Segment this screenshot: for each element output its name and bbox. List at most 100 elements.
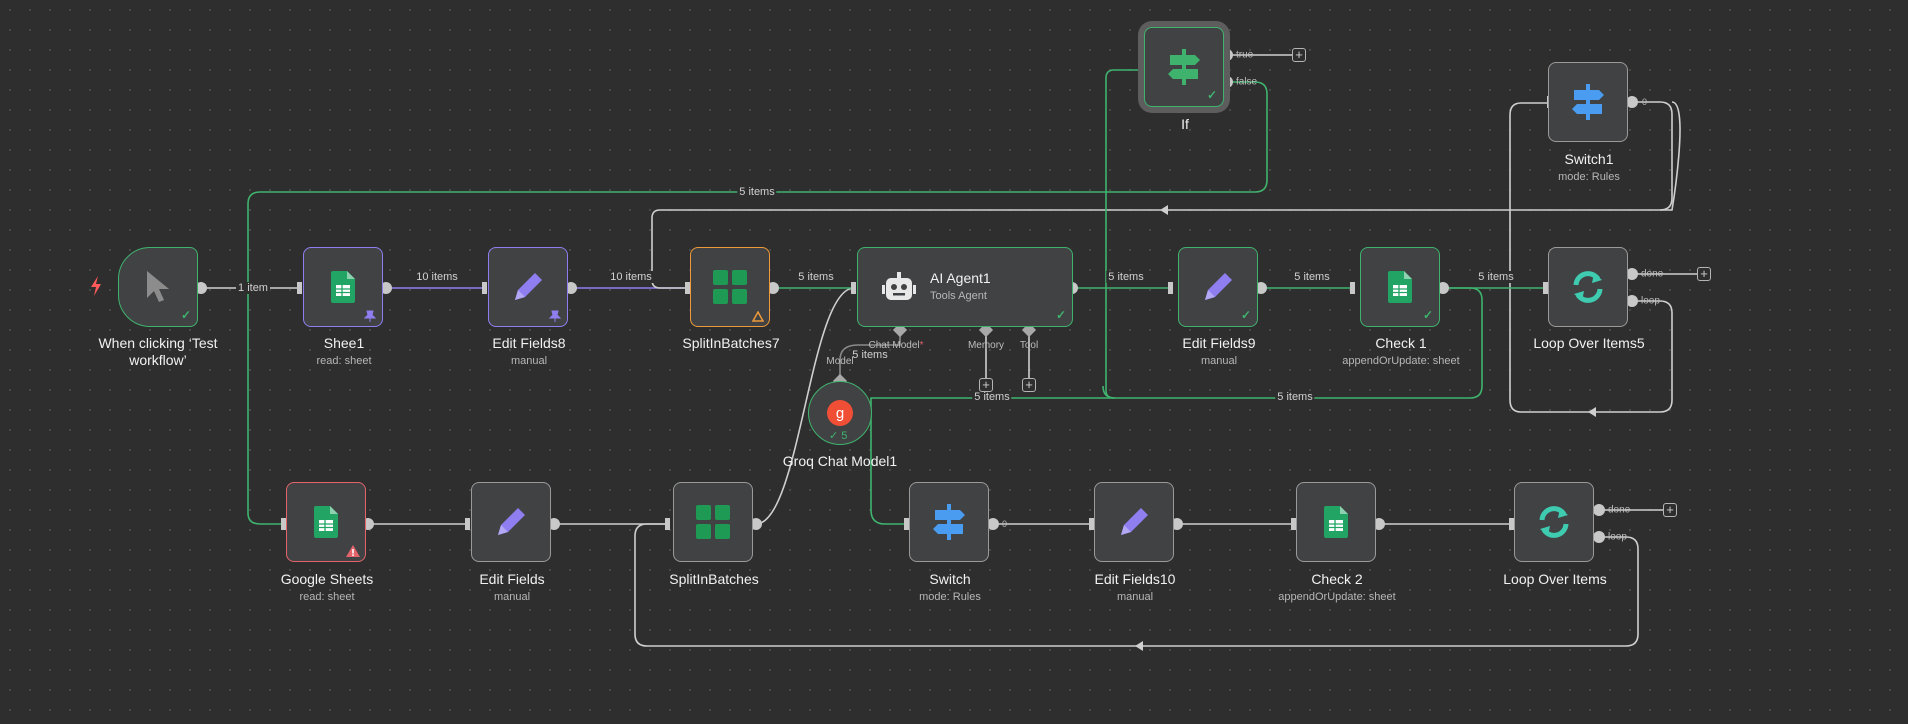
add-node-button[interactable]: + (1697, 267, 1711, 281)
edge-label: 5 items (1476, 271, 1516, 283)
success-check-icon: ✓ (180, 308, 191, 322)
edge-label: 5 items (1275, 391, 1315, 403)
node-subtitle: appendOrUpdate: sheet (1278, 591, 1396, 603)
node-subtitle: mode: Rules (1558, 171, 1620, 183)
node-edit-fields10[interactable] (1094, 482, 1174, 562)
node-title: Check 1 (1375, 335, 1427, 351)
node-if[interactable]: ✓ (1144, 27, 1224, 107)
node-title: When clicking ‘Test workflow’ (98, 335, 218, 368)
node-switch[interactable] (909, 482, 989, 562)
wire-return-split7 (651, 101, 1681, 289)
node-subtitle: manual (1200, 355, 1238, 367)
port-label-memory: Memory (967, 340, 1005, 351)
node-title: Edit Fields8 (492, 335, 566, 351)
node-title: SplitInBatches (669, 571, 759, 587)
robot-icon (882, 272, 916, 300)
loop-icon (1539, 506, 1569, 538)
node-subtitle: appendOrUpdate: sheet (1342, 355, 1460, 367)
node-google-sheets[interactable] (286, 482, 366, 562)
node-title: If (1181, 116, 1189, 132)
edge-label: 5 items (737, 186, 777, 198)
node-edit-fields8[interactable] (488, 247, 568, 327)
add-node-button[interactable]: + (1292, 48, 1306, 62)
node-title: Groq Chat Model1 (782, 453, 898, 469)
google-sheets-icon (1324, 506, 1348, 538)
port-label-done: done (1608, 504, 1631, 516)
trigger-bolt-icon (91, 276, 101, 296)
pencil-icon (1205, 273, 1232, 300)
node-title: Shee1 (323, 335, 365, 351)
signpost-icon (1168, 49, 1200, 85)
port-label-chat-model: Chat Model* (868, 340, 924, 351)
edge-label: 5 items (972, 391, 1012, 403)
port-label-false: false (1236, 76, 1258, 88)
node-groq-chat-model1[interactable]: g ✓ 5 (808, 381, 872, 445)
port-label-true: true (1236, 49, 1254, 61)
pencil-icon (498, 508, 525, 535)
node-title: Loop Over Items (1503, 571, 1607, 587)
node-title: Edit Fields (479, 571, 545, 587)
success-check-icon: ✓ (1240, 308, 1251, 322)
node-title: Switch (929, 571, 971, 587)
run-count-badge: ✓ 5 (829, 430, 848, 442)
node-subtitle: manual (510, 355, 548, 367)
port-label-tool: Tool (1019, 340, 1039, 351)
node-title: Google Sheets (280, 571, 374, 587)
port-label-0: 0 (1002, 519, 1008, 529)
edge-label: 5 items (796, 271, 836, 283)
node-switch1[interactable] (1548, 62, 1628, 142)
add-tool-button[interactable]: + (1022, 378, 1036, 392)
node-loop-over-items5[interactable] (1548, 247, 1628, 327)
cursor-icon (147, 271, 169, 302)
edge-label: 5 items (1292, 271, 1332, 283)
node-loop-over-items[interactable] (1514, 482, 1594, 562)
node-shee1[interactable] (303, 247, 383, 327)
pin-icon (364, 310, 376, 322)
port-label-0: 0 (1642, 97, 1648, 107)
signpost-icon (933, 504, 965, 540)
google-sheets-icon (331, 271, 355, 303)
groq-icon: g (827, 400, 853, 426)
edge-label: 5 items (850, 349, 890, 361)
google-sheets-icon (314, 506, 338, 538)
node-ai-agent1[interactable]: AI Agent1 Tools Agent ✓ (857, 247, 1073, 327)
wire-bus-if (1105, 69, 1142, 399)
node-subtitle: read: sheet (316, 355, 372, 367)
node-edit-fields9[interactable]: ✓ (1178, 247, 1258, 327)
grid-icon (713, 270, 747, 304)
node-subtitle: Tools Agent (930, 290, 987, 302)
port-label-model: Model (826, 356, 854, 367)
success-check-icon: ✓ (1206, 88, 1217, 102)
node-title: Switch1 (1564, 151, 1614, 167)
node-trigger[interactable]: ✓ (118, 247, 198, 327)
node-splitinbatches7[interactable] (690, 247, 770, 327)
node-check-1[interactable]: ✓ (1360, 247, 1440, 327)
success-check-icon: ✓ (1055, 308, 1066, 322)
port-label-loop: loop (1608, 531, 1627, 543)
node-check-2[interactable] (1296, 482, 1376, 562)
wire-groq-agent (839, 330, 901, 381)
node-title: Check 2 (1311, 571, 1363, 587)
pencil-icon (515, 273, 542, 300)
node-title: Edit Fields10 (1094, 571, 1176, 587)
node-edit-fields[interactable] (471, 482, 551, 562)
wire-groq-switch (870, 411, 907, 525)
grid-icon (696, 505, 730, 539)
pencil-icon (1121, 508, 1148, 535)
node-subtitle: read: sheet (299, 591, 355, 603)
signpost-icon (1572, 84, 1604, 120)
node-subtitle: manual (493, 591, 531, 603)
loop-icon (1573, 271, 1603, 303)
add-node-button[interactable]: + (1663, 503, 1677, 517)
wire-switch1-out (1632, 101, 1673, 211)
add-memory-button[interactable]: + (979, 378, 993, 392)
warning-icon (752, 311, 764, 322)
edge-label: 10 items (608, 271, 654, 283)
node-title: AI Agent1 (930, 270, 991, 286)
error-icon (346, 545, 360, 557)
node-title: Edit Fields9 (1182, 335, 1256, 351)
node-subtitle: mode: Rules (919, 591, 981, 603)
node-splitinbatches[interactable] (673, 482, 753, 562)
wire-split-agent (755, 287, 855, 525)
